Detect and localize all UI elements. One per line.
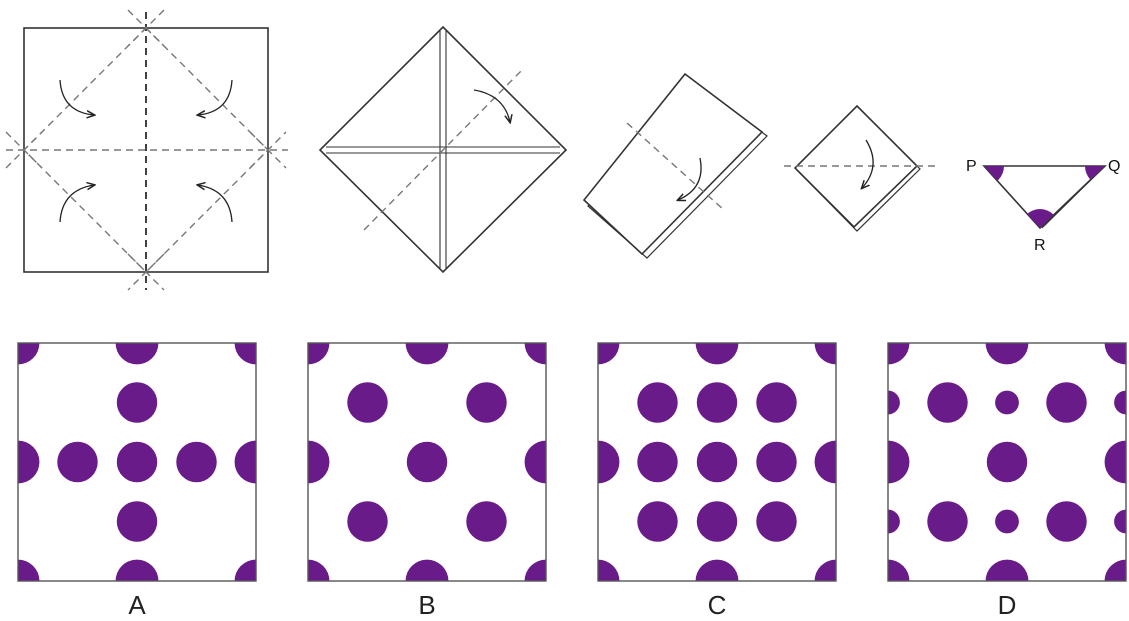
option-c[interactable]: C [577, 322, 858, 620]
answer-options: A B C D [0, 322, 1129, 620]
sheet-border [887, 342, 1127, 582]
vertex-label-r: R [1034, 237, 1046, 254]
hole [308, 343, 330, 365]
hole [466, 501, 507, 542]
option-a[interactable]: A [0, 322, 277, 620]
hole [405, 343, 449, 365]
curved-arrow-icon [473, 89, 510, 122]
hole [466, 382, 507, 423]
option-label: C [708, 590, 727, 620]
hole [888, 559, 910, 581]
hole [637, 382, 678, 423]
hole [116, 441, 158, 483]
hole-at-p [984, 166, 1004, 186]
hole [888, 509, 900, 534]
fold-arrows [59, 79, 233, 223]
hole [18, 343, 40, 365]
curved-arrow-icon [59, 79, 94, 115]
hole [347, 382, 388, 423]
hole [1104, 440, 1126, 484]
hole [986, 441, 1028, 483]
hole [814, 440, 836, 484]
hole [985, 343, 1029, 365]
option-b[interactable]: B [287, 322, 568, 620]
step-1-unfolded-square [5, 9, 288, 291]
hole [814, 343, 836, 365]
curved-arrow-icon [678, 157, 702, 200]
diagonal-fold-line [363, 69, 523, 231]
hole [888, 343, 910, 365]
midline-fold-line [626, 122, 725, 211]
sheet-border [17, 342, 257, 582]
hole [995, 509, 1019, 534]
hole [234, 440, 256, 484]
hole [696, 382, 738, 423]
hole [524, 343, 546, 365]
hole [1104, 559, 1126, 581]
hole [888, 390, 900, 415]
hole [1104, 343, 1126, 365]
hole [995, 390, 1019, 415]
hole [115, 343, 159, 365]
option-d[interactable]: D [867, 322, 1129, 620]
hole [234, 559, 256, 581]
hole [308, 559, 330, 581]
vertex-label-p: P [966, 158, 977, 175]
option-label: B [418, 590, 435, 620]
hole [115, 559, 159, 581]
hole [116, 501, 158, 542]
hole [1046, 501, 1087, 542]
hole [756, 441, 797, 483]
hole [116, 382, 158, 423]
sheet-border [597, 342, 837, 582]
hole [598, 343, 620, 365]
hole [695, 343, 739, 365]
hole [524, 440, 546, 484]
hole [756, 501, 797, 542]
step-5-folded-triangle: P Q R [966, 158, 1120, 254]
hole [176, 441, 217, 483]
hole [598, 559, 620, 581]
hole [18, 559, 40, 581]
curved-arrow-icon [862, 139, 874, 188]
hole [1114, 509, 1126, 534]
curved-arrow-icon [198, 185, 233, 223]
hole [598, 440, 620, 484]
hole [888, 440, 910, 484]
hole [695, 559, 739, 581]
hole [405, 559, 449, 581]
sheet-border [307, 342, 547, 582]
hole [637, 441, 678, 483]
hole [637, 501, 678, 542]
hole [985, 559, 1029, 581]
step-2-diamond [318, 25, 568, 274]
hole [696, 501, 738, 542]
hole [347, 501, 388, 542]
hole [57, 441, 98, 483]
hole [234, 343, 256, 365]
curved-arrow-icon [59, 185, 94, 223]
hole [1114, 390, 1126, 415]
fold-guides [5, 9, 288, 291]
hole [696, 441, 738, 483]
hole [927, 501, 968, 542]
curved-arrow-icon [198, 79, 233, 115]
vertex-label-q: Q [1108, 158, 1120, 175]
hole [756, 382, 797, 423]
hole [406, 441, 448, 483]
option-label: D [998, 590, 1017, 620]
hole [524, 559, 546, 581]
step-3-rectangle [582, 72, 768, 259]
hole [308, 440, 330, 484]
hole [927, 382, 968, 423]
hole [1046, 382, 1087, 423]
option-label: A [128, 590, 146, 620]
step-4-small-square [784, 104, 938, 232]
hole [814, 559, 836, 581]
hole [18, 440, 40, 484]
